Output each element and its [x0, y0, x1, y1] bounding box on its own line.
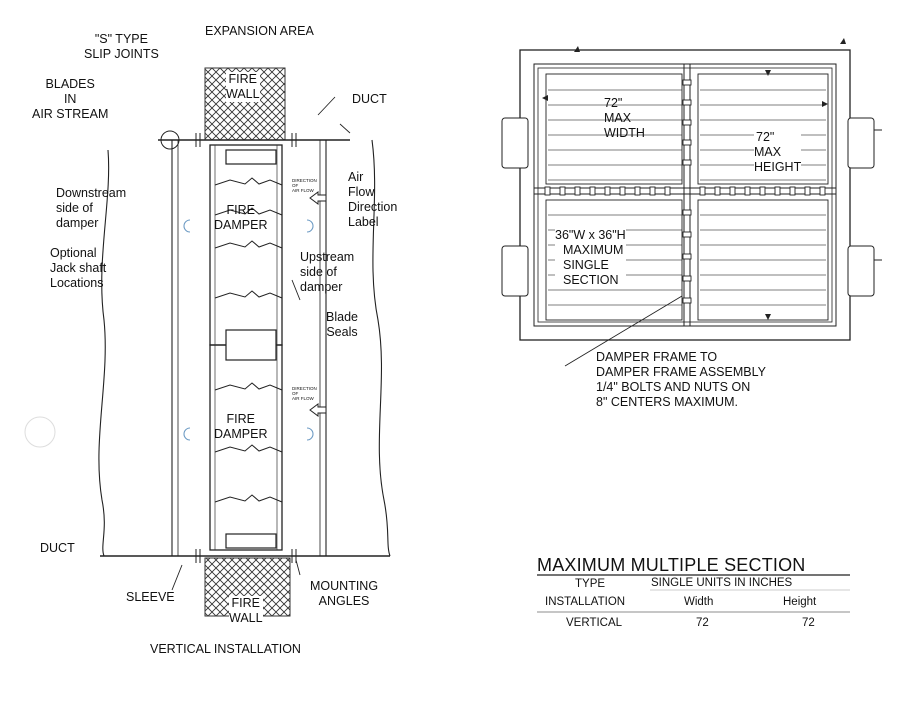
label-line: 72" — [604, 96, 623, 110]
table-head-installation: INSTALLATION — [545, 596, 626, 608]
label-line: AIR FLOW — [292, 396, 314, 401]
label-line: ANGLES — [318, 594, 370, 608]
frame-bolts — [544, 79, 826, 304]
label-line: damper — [56, 216, 99, 230]
single-section-label: 36"W x 36"H MAXIMUM SINGLE SECTION — [555, 228, 626, 288]
label-line: Air — [348, 170, 364, 184]
label-line: OF — [292, 391, 299, 396]
mounting-angles-label: MOUNTING ANGLES — [310, 579, 378, 609]
label-line: AIR FLOW — [292, 188, 314, 193]
label-line: DAMPER FRAME TO — [596, 350, 718, 364]
label-line: DIRECTION — [292, 178, 317, 183]
frame-assembly-note: DAMPER FRAME TO DAMPER FRAME ASSEMBLY 1/… — [596, 350, 766, 410]
label-line: SINGLE — [563, 258, 609, 272]
label-line: MAXIMUM — [563, 243, 624, 257]
blade-seals-label: Blade Seals — [326, 310, 358, 340]
table-cell-width: 72 — [696, 617, 709, 629]
damper-frame-top — [209, 144, 283, 346]
max-height-label: 72" MAX HEIGHT — [754, 130, 802, 175]
label-line: Blade — [326, 310, 358, 324]
air-flow-arrow-bottom — [309, 403, 327, 417]
blades-label: BLADES IN AIR STREAM — [32, 77, 108, 122]
label-line: Direction — [348, 200, 398, 214]
table-cell-height: 72 — [802, 617, 815, 629]
fire-damper-top-label: FIRE DAMPER — [214, 203, 267, 233]
label-line: SLIP JOINTS — [84, 47, 159, 61]
label-line: MOUNTING — [310, 579, 379, 593]
label-line: BLADES — [45, 77, 95, 91]
label-line: SECTION — [563, 273, 619, 287]
duct-break-left — [98, 149, 110, 557]
expansion-area-label: EXPANSION AREA — [205, 24, 314, 38]
label-line: WALL — [226, 87, 260, 101]
air-flow-direction-label: Air Flow Direction Label — [348, 170, 397, 230]
label-line: Optional — [50, 246, 97, 260]
air-flow-arrow-top — [309, 191, 327, 205]
label-line: OF — [292, 183, 299, 188]
fire-damper-bottom-label: FIRE DAMPER — [214, 412, 267, 442]
label-line: 1/4" BOLTS AND NUTS ON — [596, 380, 751, 394]
optional-jack-shaft-label: Optional Jack shaft Locations — [50, 246, 106, 291]
table-head-height: Height — [783, 596, 817, 608]
label-line: damper — [300, 280, 343, 294]
label-line: side of — [300, 265, 337, 279]
label-line: AIR STREAM — [32, 107, 109, 121]
multiple-section-frame — [519, 49, 851, 341]
fire-wall-bottom-label: FIRE WALL — [229, 596, 263, 626]
downstream-label: Downstream side of damper — [56, 186, 126, 231]
label-line: Locations — [50, 276, 104, 290]
fire-wall-top-label: FIRE WALL — [226, 72, 260, 102]
label-line: Jack shaft — [50, 261, 107, 275]
table-head-type: TYPE — [575, 578, 606, 590]
s-type-slip-joints-label: "S" TYPE SLIP JOINTS — [84, 32, 159, 62]
label-line: WIDTH — [604, 126, 645, 140]
duct-bottom-label: DUCT — [40, 541, 75, 555]
upstream-label: Upstream side of damper — [300, 250, 354, 295]
label-line: 8" CENTERS MAXIMUM. — [596, 395, 738, 409]
vertical-installation-caption: VERTICAL INSTALLATION — [150, 642, 301, 656]
label-line: DIRECTION — [292, 386, 317, 391]
max-width-label: 72" MAX WIDTH — [604, 96, 645, 141]
label-line: DAMPER FRAME ASSEMBLY — [596, 365, 766, 379]
label-line: Downstream — [56, 186, 127, 200]
table-cell-installation: VERTICAL — [566, 617, 623, 629]
sleeve-label: SLEEVE — [126, 590, 175, 604]
blade-zigzags — [214, 177, 283, 503]
label-line: WALL — [229, 611, 263, 625]
label-line: HEIGHT — [754, 160, 802, 174]
table-head-width: Width — [684, 596, 714, 608]
label-line: FIRE — [226, 203, 255, 217]
duct-break-right — [371, 139, 391, 557]
label-line: DAMPER — [214, 218, 268, 232]
direction-tag-top: DIRECTION OF AIR FLOW — [292, 178, 317, 193]
duct-top-label: DUCT — [352, 92, 387, 106]
label-line: FIRE — [231, 596, 261, 610]
label-line: FIRE — [226, 412, 255, 426]
label-line: Upstream — [300, 250, 355, 264]
actuator-boxes — [501, 117, 882, 297]
label-line: DAMPER — [214, 427, 268, 441]
label-line: 72" — [756, 130, 775, 144]
label-line: FIRE — [228, 72, 258, 86]
label-line: MAX — [604, 111, 632, 125]
frame-note-leader — [564, 295, 683, 367]
label-line: MAX — [754, 145, 782, 159]
label-line: IN — [63, 92, 77, 106]
table-head-units: SINGLE UNITS IN INCHES — [651, 577, 793, 589]
label-line: Label — [348, 215, 379, 229]
jack-shaft-symbols — [183, 219, 314, 441]
label-line: Seals — [326, 325, 358, 339]
direction-tag-bottom: DIRECTION OF AIR FLOW — [292, 386, 317, 401]
label-line: "S" TYPE — [94, 32, 148, 46]
table-title: MAXIMUM MULTIPLE SECTION — [537, 555, 806, 575]
label-line: Flow — [348, 185, 375, 199]
label-line: side of — [56, 201, 93, 215]
label-line: 36"W x 36"H — [555, 228, 626, 242]
slip-joint-detail — [160, 130, 180, 150]
